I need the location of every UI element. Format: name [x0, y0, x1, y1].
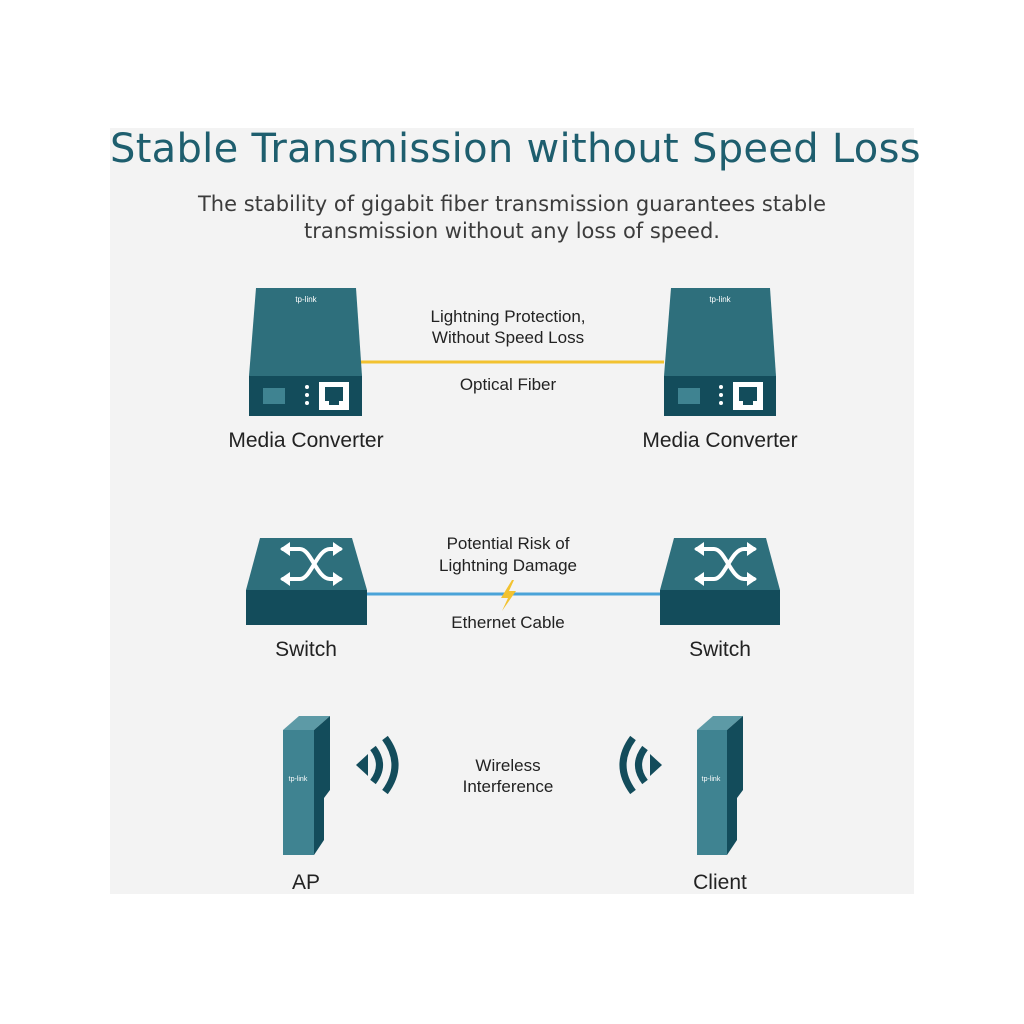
ethernet-cable-label: Ethernet Cable	[451, 613, 565, 632]
client-cpe-icon: tp-link	[697, 716, 743, 855]
wireless-caption-line-2: Interference	[462, 777, 554, 796]
media-converter-right-label: Media Converter	[642, 429, 798, 452]
fiber-caption-line-1: Lightning Protection,	[430, 307, 586, 326]
brand-logo-right: tp-link	[709, 295, 731, 304]
diagram-panel	[110, 128, 914, 894]
media-converter-right-icon: tp-link	[664, 288, 776, 416]
wireless-signal-right-icon	[619, 735, 662, 795]
switch-left-label: Switch	[275, 638, 337, 661]
wireless-signal-left-icon	[356, 735, 399, 795]
brand-logo-left: tp-link	[295, 295, 317, 304]
ethernet-caption-line-2: Lightning Damage	[439, 556, 577, 575]
wireless-caption-line-1: Wireless	[475, 756, 541, 775]
page-title: Stable Transmission without Speed Loss	[110, 126, 921, 172]
ap-label: AP	[291, 871, 320, 894]
media-converter-left-label: Media Converter	[228, 429, 384, 452]
switch-right-icon	[660, 538, 780, 625]
subtitle-line-1: The stability of gigabit fiber transmiss…	[197, 192, 827, 216]
switch-right-label: Switch	[689, 638, 751, 661]
media-converter-left-icon: tp-link	[249, 288, 362, 416]
client-label: Client	[693, 871, 747, 894]
optical-fiber-label: Optical Fiber	[459, 375, 557, 394]
lightning-bolt-icon	[501, 580, 516, 611]
ap-brand-logo: tp-link	[289, 776, 308, 783]
access-point-icon: tp-link	[283, 716, 330, 855]
ethernet-caption-line-1: Potential Risk of	[446, 534, 570, 553]
subtitle-line-2: transmission without any loss of speed.	[303, 219, 720, 243]
fiber-caption-line-2: Without Speed Loss	[431, 328, 585, 347]
client-brand-logo: tp-link	[702, 776, 721, 783]
switch-left-icon	[246, 538, 367, 625]
